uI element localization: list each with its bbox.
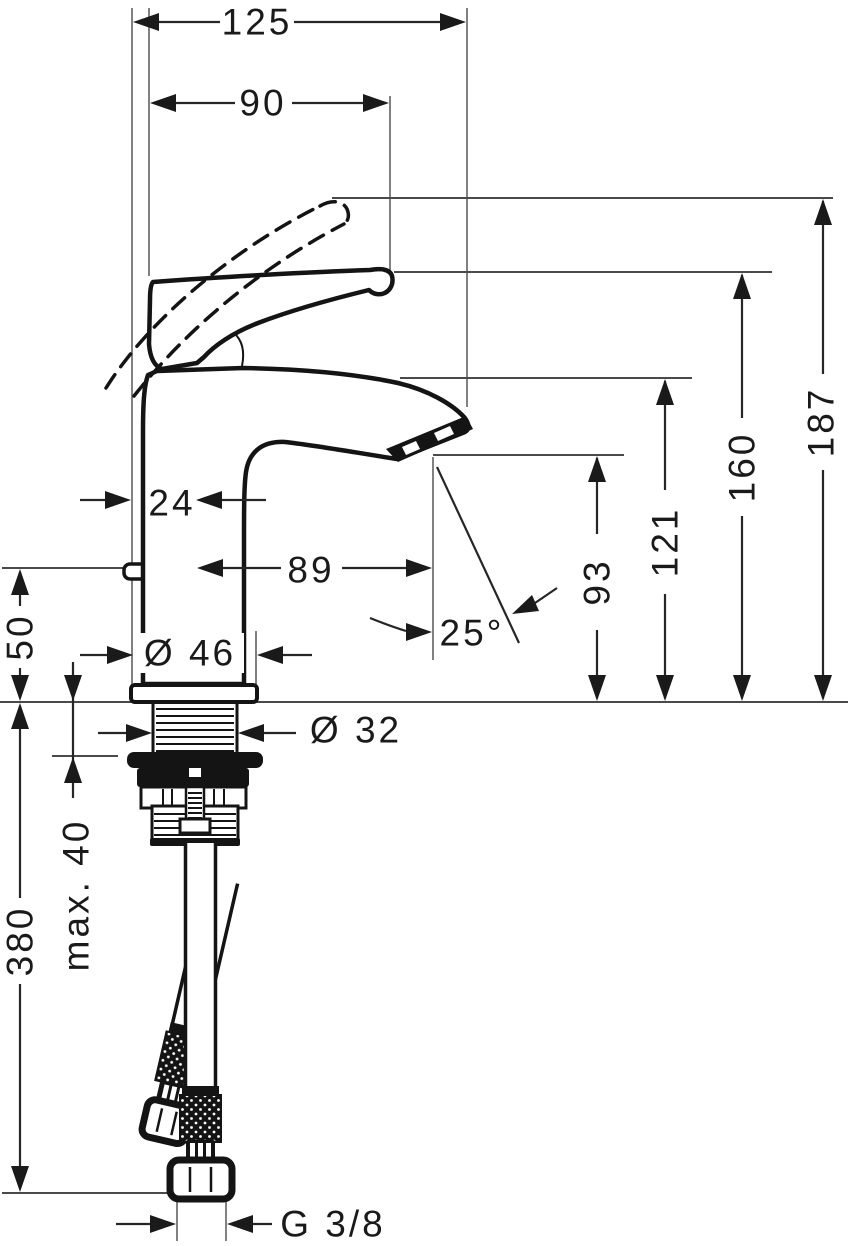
- dimensions: [11, 13, 832, 1233]
- assembly-bottom-band: [150, 838, 240, 846]
- label-backing: [137, 633, 244, 673]
- dim-overall-height: [814, 199, 832, 701]
- dim-label-overall-height: 187: [801, 387, 842, 458]
- dim-label-connection-thread: G 3/8: [280, 1204, 386, 1245]
- supply-hose-straight: [166, 843, 236, 1203]
- handle-raised-dashed: [104, 200, 351, 398]
- dim-shank-diameter: [98, 724, 296, 742]
- dim-label-spout-reach: 89: [287, 550, 334, 591]
- hose-crimp: [182, 1086, 219, 1097]
- nut-notch: [189, 768, 201, 777]
- angle-annotation: [369, 457, 558, 660]
- rod-adjuster: [178, 817, 212, 835]
- dim-label-max-mounting: max. 40: [56, 819, 97, 972]
- dim-label-rear-offset: 24: [148, 483, 195, 524]
- dim-handle-top-height: [733, 273, 751, 701]
- dim-hose-length: [11, 703, 29, 1192]
- dim-label-hose-length: 380: [0, 906, 41, 977]
- faucet-handle: [146, 266, 395, 372]
- extension-lines: [2, 8, 833, 1241]
- dim-connection-thread: [116, 1215, 272, 1233]
- dim-label-shank-diameter: Ø 32: [310, 710, 402, 751]
- washer: [127, 752, 263, 768]
- dim-overall-width: [133, 13, 466, 31]
- dim-label-handle-reach: 90: [239, 83, 286, 124]
- dim-label-spout-angle: 25°: [440, 613, 505, 654]
- hose-braid: [179, 1094, 222, 1143]
- dim-max-mounting: [64, 662, 82, 798]
- dim-outlet-height: [588, 456, 606, 701]
- nut-facets: [162, 789, 225, 806]
- hose-nut-g38: [166, 1156, 236, 1203]
- aerator-slot: [402, 441, 420, 455]
- aerator-slot: [434, 426, 454, 441]
- dome-edge: [233, 332, 245, 367]
- base-flange: [129, 683, 259, 704]
- faucet: [104, 200, 473, 704]
- dim-rod-height: [11, 569, 29, 701]
- dim-spout-reach: [197, 559, 432, 577]
- dim-label-outlet-height: 93: [577, 558, 618, 605]
- dim-label-handle-top-height: 160: [722, 432, 763, 503]
- dim-spout-top-height: [656, 379, 674, 701]
- dim-label-spout-top-height: 121: [645, 507, 686, 578]
- dim-base-diameter: [80, 646, 312, 664]
- shank-threads: [156, 708, 234, 752]
- mounting-nut-top: [137, 768, 249, 787]
- dim-label-base-diameter: Ø 46: [144, 633, 236, 674]
- dim-rear-offset: [80, 491, 266, 509]
- dim-handle-reach: [150, 94, 389, 112]
- dim-label-rod-height: 50: [0, 613, 41, 660]
- dim-label-overall-width: 125: [222, 2, 293, 43]
- under-counter-assembly: [127, 700, 263, 846]
